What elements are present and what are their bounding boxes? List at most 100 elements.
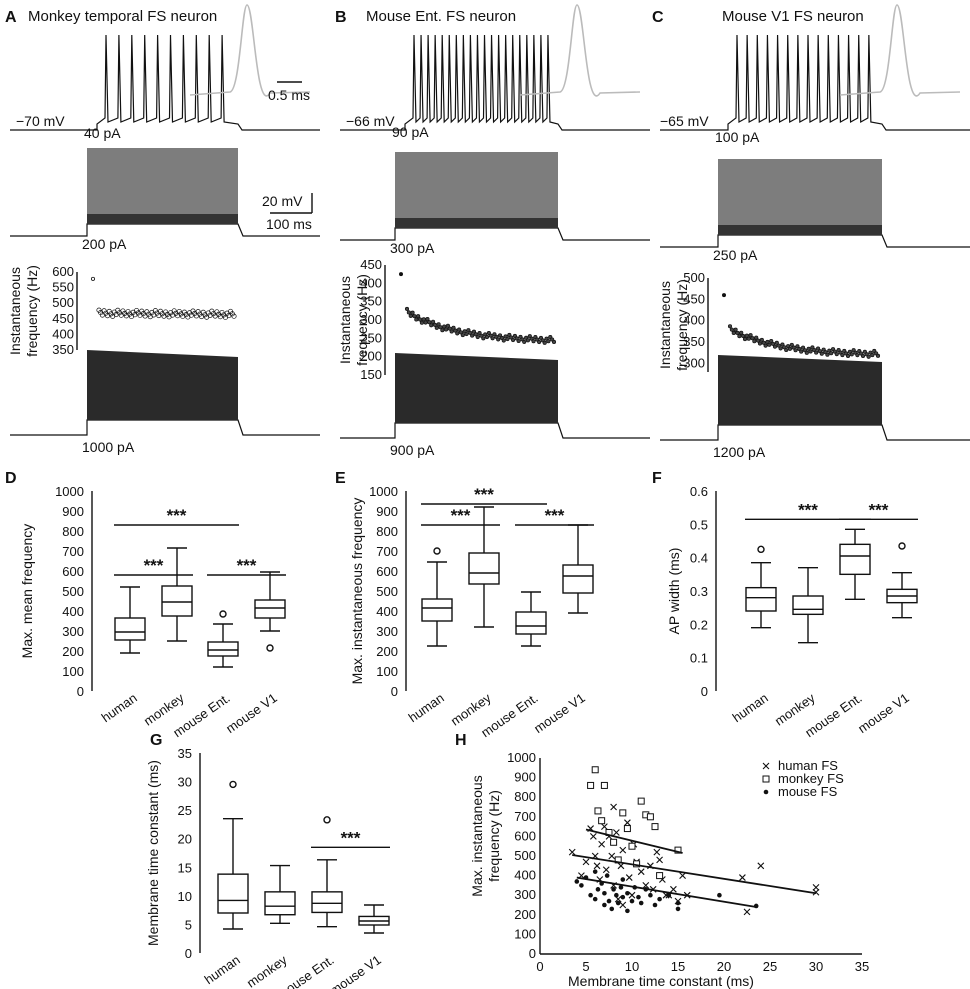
box-iqr [839, 543, 871, 576]
frequency-point [436, 322, 441, 327]
outlier-point [229, 780, 237, 789]
box-iqr [311, 891, 343, 914]
box-iqr [792, 595, 824, 616]
significance-label: *** [798, 500, 818, 519]
y-tick-label: 300 [62, 624, 84, 639]
y-tick-label: 0.1 [690, 651, 708, 666]
scatter-point [812, 888, 820, 896]
frequency-tick-label: 400 [360, 275, 382, 290]
box-iqr [421, 598, 453, 622]
scatter-point [642, 882, 650, 889]
x-marker-stroke [625, 874, 633, 881]
scatter-point [602, 890, 607, 896]
significance-label: *** [237, 556, 257, 575]
scatter-point [674, 846, 682, 854]
x-marker-stroke [614, 895, 622, 903]
scatter-point [625, 874, 633, 881]
x-marker-stroke [619, 846, 627, 854]
resting-potential-label: −70 mV [16, 113, 65, 129]
current-label: 90 pA [392, 124, 429, 140]
scatter-point [602, 902, 607, 908]
x-marker-stroke [637, 868, 645, 876]
frequency-point [729, 327, 734, 332]
scatter-point [656, 872, 664, 880]
x-marker-stroke [757, 862, 765, 870]
y-tick-label: 500 [62, 584, 84, 599]
box-human [217, 780, 249, 930]
frequency-point [819, 351, 824, 356]
y-tick-label: 200 [62, 644, 84, 659]
x-marker-stroke [656, 856, 663, 864]
box-iqr [515, 611, 547, 635]
scatter-point [762, 775, 770, 783]
box-human [421, 547, 453, 647]
y-tick-label: 600 [376, 564, 398, 579]
frequency-axis-title: Instantaneousfrequency (Hz) [657, 279, 690, 371]
voltage-trace-high-current [340, 422, 650, 439]
x-marker-stroke [598, 840, 606, 848]
spike-train-block [395, 152, 558, 228]
panel-letter: G [150, 732, 162, 749]
box-human [745, 545, 777, 629]
scatter-point [589, 833, 597, 840]
current-label: 200 pA [82, 236, 127, 252]
legend-label: human FS [778, 758, 838, 773]
scatter-point [592, 869, 598, 874]
frequency-point [829, 351, 834, 356]
scatter-point [619, 846, 627, 854]
scatter-point [587, 781, 595, 789]
frequency-point [752, 339, 757, 344]
scatter-point [652, 902, 658, 908]
x-marker-stroke [812, 888, 820, 896]
y-tick-label: 25 [178, 803, 192, 818]
scale-label: 100 ms [266, 216, 312, 232]
frequency-tick-label: 550 [52, 280, 74, 295]
frequency-point [787, 346, 792, 351]
scatter-point [637, 797, 645, 805]
category-label: mouse V1 [855, 690, 912, 736]
frequency-point [799, 349, 804, 354]
x-marker-stroke [658, 876, 666, 883]
box-iqr [161, 585, 193, 617]
category-label: mouse V1 [531, 690, 588, 736]
y-tick-label: 200 [376, 644, 398, 659]
axis-title-line: frequency (Hz) [354, 274, 370, 366]
frequency-point [855, 353, 860, 358]
frequency-point [814, 350, 819, 355]
frequency-point [722, 293, 727, 298]
y-tick-label: 1000 [55, 484, 84, 499]
frequency-point [750, 336, 755, 341]
scatter-point [757, 862, 765, 870]
y-axis-title: Max. instantaneousfrequency (Hz) [469, 775, 502, 896]
frequency-point [795, 344, 800, 349]
frequency-point [511, 337, 516, 343]
spike-train-base [395, 218, 558, 228]
x-tick-label: 15 [671, 959, 685, 974]
frequency-point [789, 342, 794, 347]
frequency-point [780, 342, 785, 347]
frequency-point [735, 330, 740, 335]
x-marker-stroke [568, 848, 576, 856]
scatter-point [623, 825, 631, 833]
box-mouse-v1 [358, 904, 390, 934]
y-axis-title: Max. instantaneous frequency [349, 498, 365, 685]
frequency-point [412, 314, 417, 319]
scatter-point [743, 908, 751, 916]
voltage-trace-low-current [660, 34, 970, 131]
scatter-point [606, 898, 612, 904]
frequency-point [429, 323, 434, 328]
box-iqr [217, 873, 249, 914]
scatter-point [629, 898, 635, 904]
voltage-trace-mid-current [340, 227, 650, 241]
y-tick-label: 700 [376, 544, 398, 559]
y-tick-label: 400 [514, 868, 536, 883]
axis-title-line: Instantaneous [337, 276, 353, 364]
frequency-tick-label: 450 [683, 291, 705, 306]
frequency-tick-label: 350 [360, 294, 382, 309]
frequency-point [466, 328, 471, 333]
y-axis-title: AP width (ms) [666, 548, 682, 635]
frequency-tick-label: 400 [683, 313, 705, 328]
frequency-point [484, 334, 490, 340]
y-tick-label: 500 [376, 584, 398, 599]
